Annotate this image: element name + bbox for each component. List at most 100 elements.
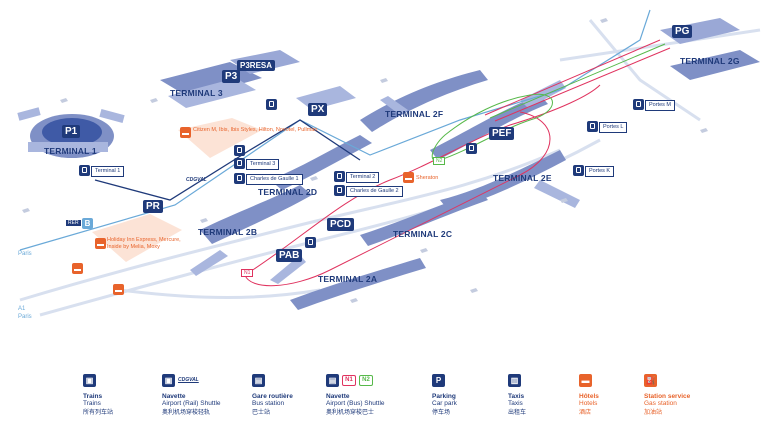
stop-terminal-1[interactable]: Terminal 1 — [91, 166, 125, 177]
paris-rail-label: Paris — [18, 251, 32, 257]
parking-pef[interactable]: PEF — [489, 127, 515, 140]
legend-rail-shuttle-fr: Navette — [162, 393, 186, 400]
stop-terminal-3[interactable]: Terminal 3 — [246, 159, 280, 170]
rail-lines — [19, 9, 671, 251]
parking-px[interactable]: PX — [308, 103, 328, 116]
stop-terminal-2[interactable]: Terminal 2 — [346, 172, 380, 183]
legend-parking-zh: 停车场 — [432, 410, 451, 416]
legend-taxis: ▥ Taxis Taxis 出租车 — [508, 373, 526, 416]
parking-p3resa[interactable]: P3RESA — [237, 60, 276, 71]
stop-portes-l[interactable]: Portes L — [599, 122, 628, 133]
legend-bus-shuttle-en: Airport (Bus) Shuttle — [326, 400, 385, 407]
hotel-sheraton-icon — [403, 172, 414, 183]
parking-icon: P — [432, 373, 445, 387]
legend-hotels: ▬ Hôtels Hotels 酒店 — [579, 373, 599, 416]
taxi-icon: ▥ — [508, 373, 521, 387]
parking-pcd[interactable]: PCD — [327, 218, 355, 231]
stop-cdg-1[interactable]: Charles de Gaulle 1 — [246, 174, 303, 185]
cdgval-stop-t2-icon — [334, 171, 345, 182]
n2-legend-badge: N2 — [359, 374, 373, 386]
bus-station-icon: ▤ — [252, 373, 265, 387]
label-terminal-2b: TERMINAL 2B — [198, 227, 258, 237]
paris-road-label: Paris — [18, 314, 32, 320]
legend-rail-shuttle-zh: 奥利机场穿梭轻轨 — [162, 410, 211, 416]
stop-portes-l-icon — [587, 121, 598, 132]
rer-icon: RER — [66, 220, 81, 226]
label-terminal-1: TERMINAL 1 — [44, 146, 97, 156]
parking-pr[interactable]: PR — [143, 200, 163, 213]
legend-hotels-fr: Hôtels — [579, 393, 599, 400]
parking-pab[interactable]: PAB — [276, 249, 303, 262]
legend-trains-en: Trains — [83, 400, 101, 407]
n2-badge: N2 — [433, 157, 446, 165]
hotel-sheraton: Sheraton — [416, 175, 439, 181]
hotel-t3-icon — [180, 127, 191, 138]
stop-portes-k-icon — [573, 165, 584, 176]
stop-portes-m-icon — [633, 99, 644, 110]
cdgval-logo: CDGVAL — [178, 377, 199, 383]
legend-hotels-en: Hotels — [579, 400, 598, 407]
legend-taxis-fr: Taxis — [508, 393, 525, 400]
train-stop-cdg2-icon — [334, 185, 345, 196]
terminal-2g-building — [670, 50, 760, 80]
cdgval-line — [94, 119, 361, 201]
label-terminal-2d: TERMINAL 2D — [258, 187, 318, 197]
bus-stop-terminal-3-icon — [234, 158, 245, 169]
legend-bus-station-zh: 巴士站 — [252, 410, 271, 416]
legend-gas-station-zh: 加油站 — [644, 410, 663, 416]
hotel-area-pr — [92, 214, 182, 262]
hotel-area-t3 — [178, 118, 262, 158]
terminal-2-piers — [190, 80, 580, 284]
legend-hotels-zh: 酒店 — [579, 410, 592, 416]
bus-station-t3-icon — [266, 99, 277, 110]
legend-gas-station: ⛽ Station service Gas station 加油站 — [644, 373, 690, 416]
label-terminal-2c: TERMINAL 2C — [393, 229, 453, 239]
n1-badge: N1 — [241, 269, 254, 277]
stop-cdg-2[interactable]: Charles de Gaulle 2 — [346, 186, 403, 197]
legend-gas-station-fr: Station service — [644, 393, 691, 400]
bus-station-2ef-icon — [466, 143, 477, 154]
gas-station-icon: ⛽ — [644, 373, 657, 387]
bus-shuttle-icon: ▤ — [326, 373, 339, 387]
legend-rail-shuttle-en: Airport (Rail) Shuttle — [162, 400, 221, 407]
train-stop-terminal-1-icon — [79, 165, 90, 176]
legend-taxis-en: Taxis — [508, 400, 523, 407]
parking-p1[interactable]: P1 — [62, 125, 81, 138]
legend-rail-shuttle: ▣CDGVAL Navette Airport (Rail) Shuttle 奥… — [162, 373, 221, 416]
n1-legend-badge: N1 — [342, 374, 356, 386]
legend-parking: P Parking Car park 停车场 — [432, 373, 457, 416]
label-terminal-2e: TERMINAL 2E — [493, 173, 552, 183]
rer-b-badge: B — [82, 218, 93, 229]
cdgval-stop-icon — [234, 145, 245, 156]
label-terminal-2g: TERMINAL 2G — [680, 56, 740, 66]
aircraft-icons — [22, 18, 708, 303]
stop-portes-m[interactable]: Portes M — [645, 100, 676, 111]
hotels-t3: Citizen M, Ibis, Ibis Styles, Hilton, No… — [193, 127, 318, 133]
train-stop-cdg1-icon — [234, 173, 245, 184]
legend-taxis-zh: 出租车 — [508, 410, 527, 416]
terminal-2-buildings — [200, 70, 566, 310]
gas-station-2-icon — [113, 284, 124, 295]
legend-bus-station: ▤ Gare routière Bus station 巴士站 — [252, 373, 293, 416]
legend-bus-station-fr: Gare routière — [252, 393, 293, 400]
a1-label: A1 — [18, 306, 26, 312]
hotels-pr: Holiday Inn Express, Mercure, Inside by … — [107, 237, 181, 250]
hotel-pr-icon — [95, 238, 106, 249]
legend-trains: ▣ Trains Trains 所有列车站 — [83, 373, 113, 416]
legend-bus-shuttle-fr: Navette — [326, 393, 350, 400]
legend-bus-shuttle-zh: 奥利机场穿梭巴士 — [326, 410, 375, 416]
label-terminal-2f: TERMINAL 2F — [385, 109, 444, 119]
n1-line — [244, 84, 601, 287]
parking-pg[interactable]: PG — [672, 25, 693, 38]
parking-p3[interactable]: P3 — [222, 70, 241, 83]
gas-station-1-icon — [72, 263, 83, 274]
legend-trains-zh: 所有列车站 — [83, 410, 114, 416]
bus-station-2-icon — [305, 237, 316, 248]
stop-portes-k[interactable]: Portes K — [585, 166, 615, 177]
legend-parking-fr: Parking — [432, 393, 456, 400]
train-icon: ▣ — [83, 373, 96, 387]
label-terminal-3: TERMINAL 3 — [170, 88, 223, 98]
